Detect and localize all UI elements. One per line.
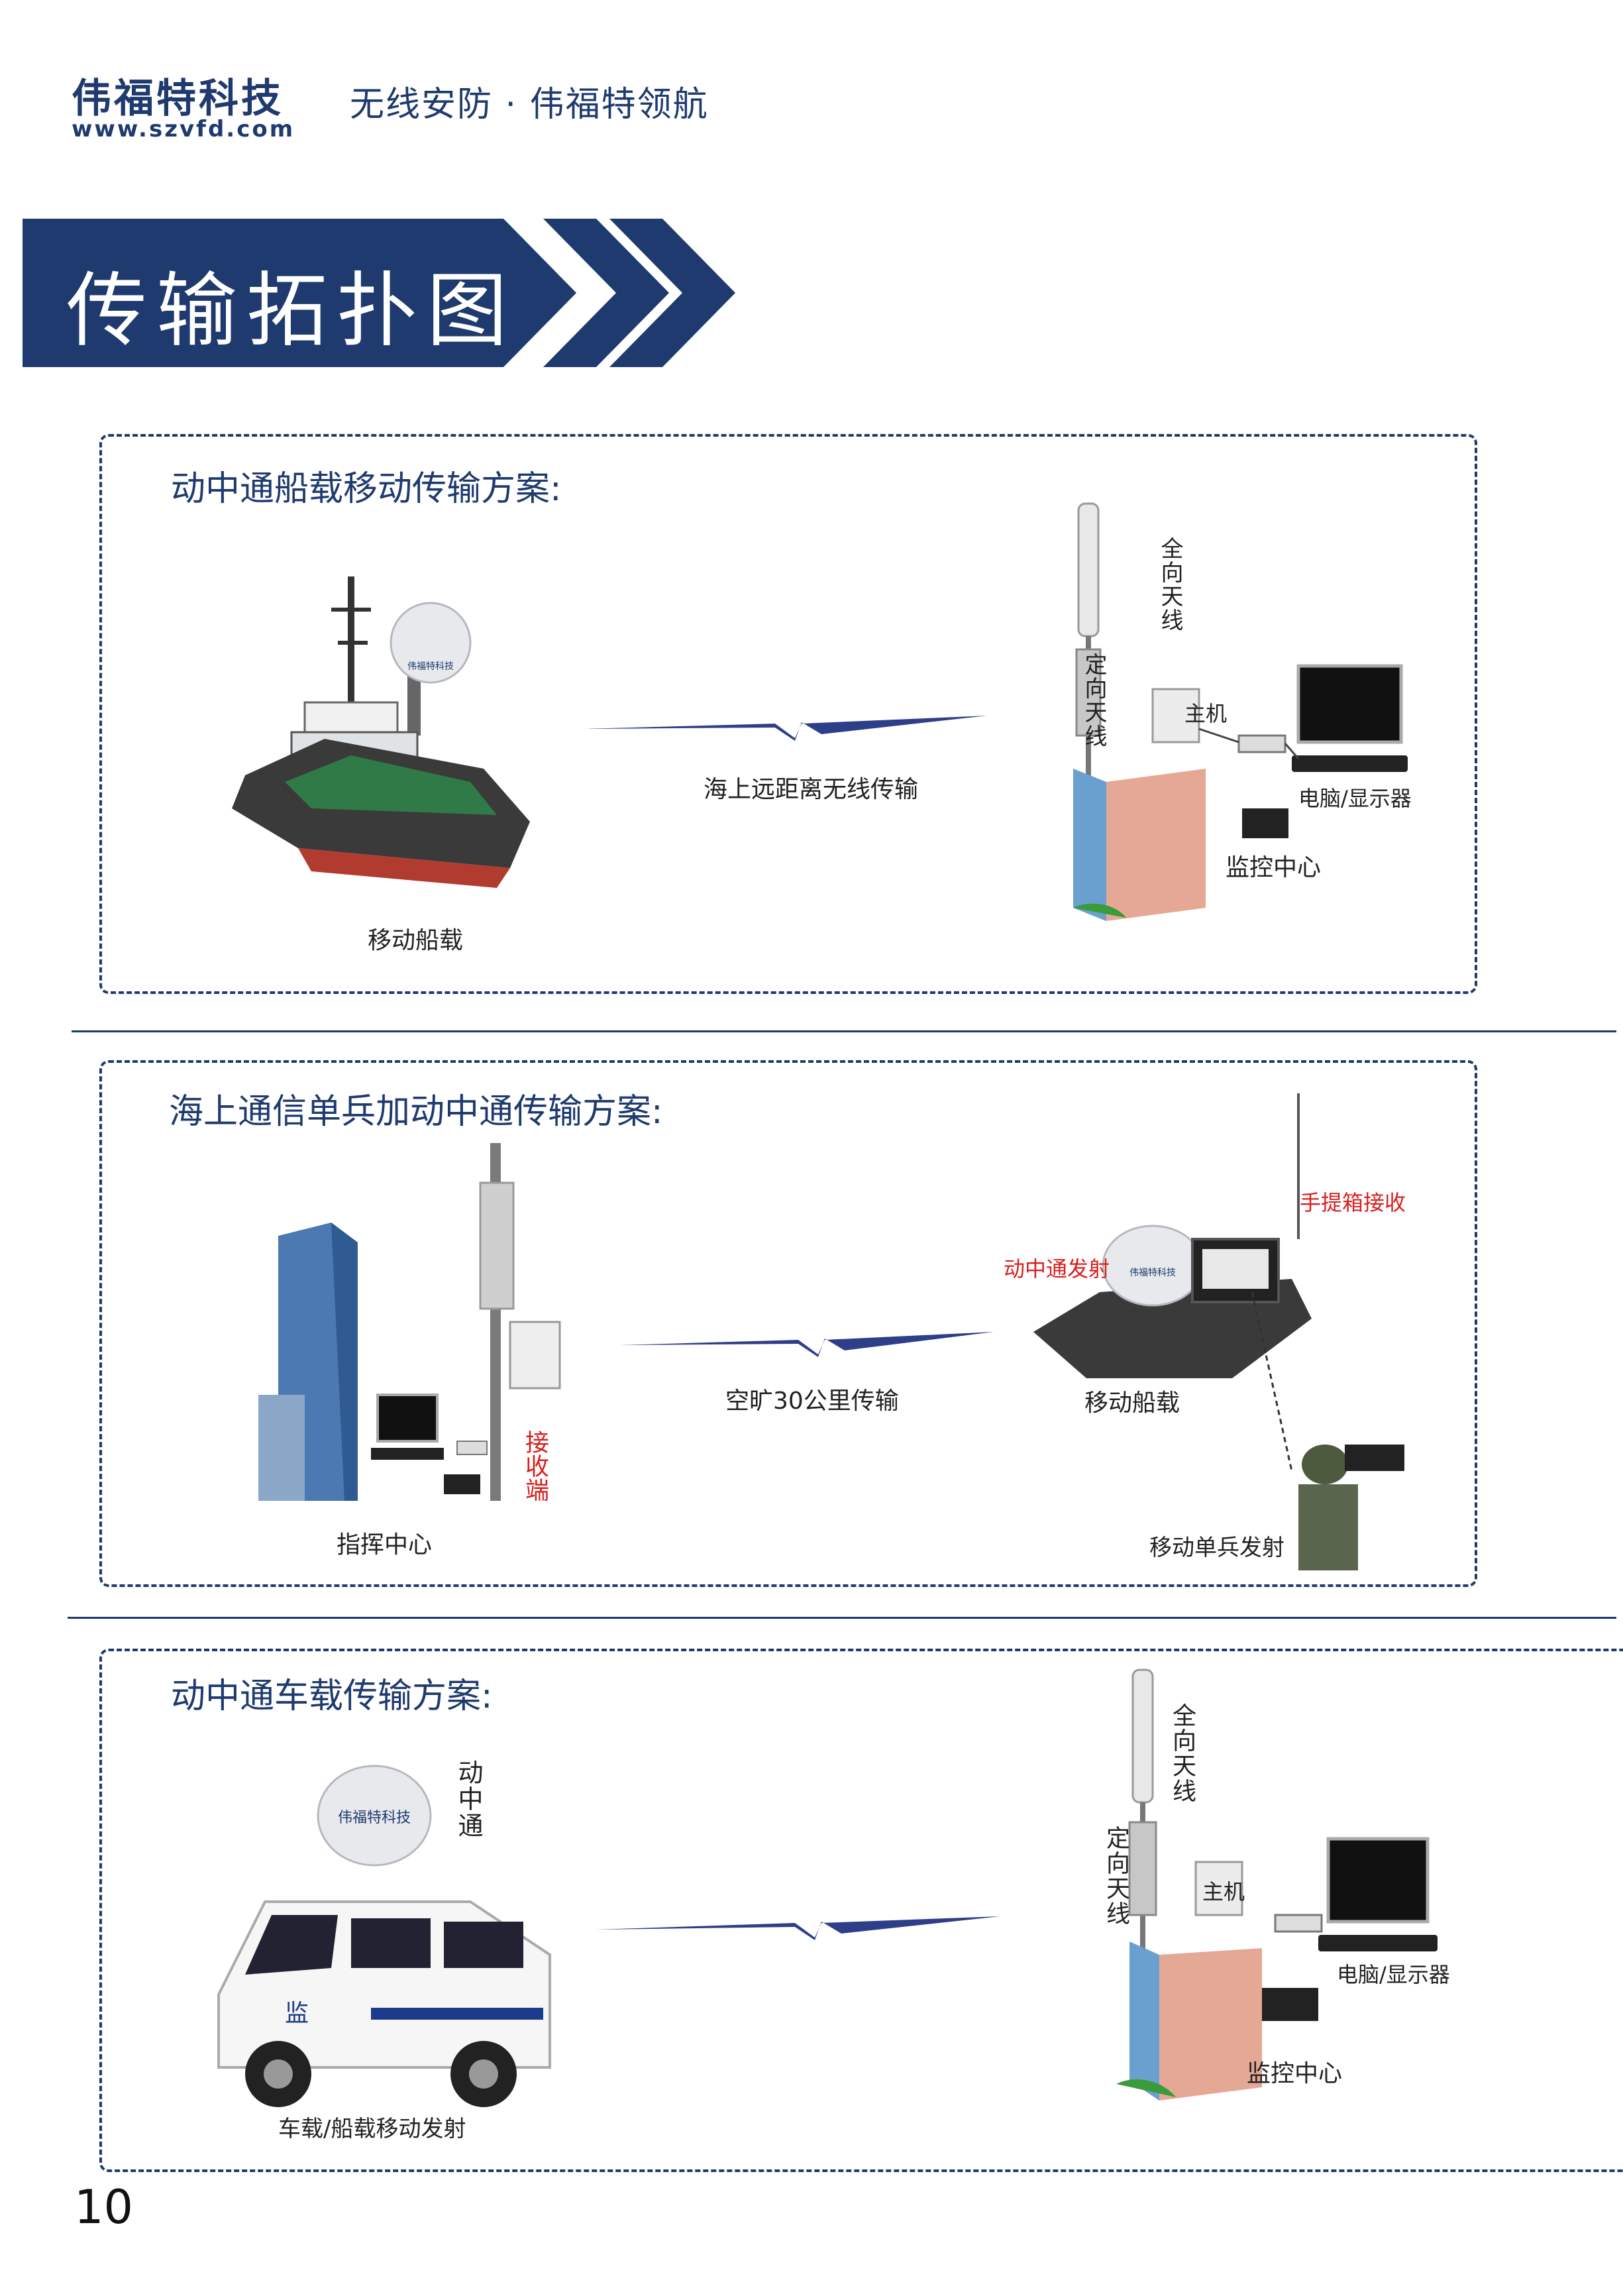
- section-title: 动中通船载移动传输方案:: [171, 469, 562, 509]
- monitor-icon: [1326, 1837, 1430, 1924]
- section-soldier-scheme: [99, 1060, 1477, 1587]
- wireless-link-icon: [596, 1916, 1000, 1940]
- dome-icon: [317, 1765, 432, 1867]
- center-label: 监控中心: [1247, 2060, 1343, 2087]
- pc-label: 电脑/显示器: [1337, 1962, 1450, 1987]
- page-title: 传输拓扑图: [66, 264, 517, 358]
- title-banner: [23, 219, 735, 367]
- transmit-label: 动中通发射: [1004, 1256, 1110, 1282]
- directional-antenna-icon: [1075, 648, 1102, 737]
- keyboard-icon: [444, 1474, 480, 1494]
- dome-label: 动中通: [454, 1759, 483, 1839]
- van-text: 监: [285, 2000, 309, 2027]
- vehicle-label: 车载/船载移动发射: [278, 2116, 466, 2142]
- soldier-label: 移动单兵发射: [1149, 1535, 1284, 1561]
- soldier-helmet-icon: [1302, 1445, 1348, 1484]
- command-center-label: 指挥中心: [337, 1531, 433, 1558]
- boat-label: 移动船载: [1084, 1390, 1180, 1417]
- host-unit-icon: [1194, 1861, 1243, 1916]
- slogan: 无线安防 · 伟福特领航: [350, 85, 709, 125]
- camera-icon: [1345, 1445, 1404, 1471]
- keyboard-icon: [1242, 808, 1288, 838]
- directional-antenna-icon: [1128, 1821, 1157, 1916]
- directional-antenna-label: 定向天线: [1080, 653, 1107, 748]
- link-label: 空旷30公里传输: [725, 1388, 899, 1415]
- omni-antenna-icon: [1131, 1668, 1154, 1804]
- section-title: 海上通信单兵加动中通传输方案:: [169, 1092, 663, 1132]
- ship-illustration: 伟福特科技: [232, 576, 530, 888]
- directional-antenna-label: 定向天线: [1102, 1826, 1129, 1926]
- chevron-icon: [543, 219, 669, 367]
- monitor-icon: [376, 1394, 439, 1443]
- omni-antenna-icon: [1077, 502, 1100, 637]
- dome-brand-text: 伟福特科技: [407, 661, 454, 672]
- omni-antenna-label: 全向天线: [1169, 1703, 1196, 1804]
- section-title: 动中通车载传输方案:: [171, 1676, 493, 1716]
- divider: [68, 1617, 1616, 1619]
- page-number: 10: [74, 2180, 134, 2234]
- divider: [72, 1030, 1616, 1032]
- host-label: 主机: [1202, 1879, 1245, 1904]
- case-label: 手提箱接收: [1300, 1190, 1406, 1215]
- keyboard-icon: [1262, 1988, 1318, 2021]
- section-ship-scheme: [99, 434, 1477, 994]
- ship-label: 移动船载: [368, 927, 464, 954]
- command-center-illustration: [258, 1143, 561, 1501]
- section-vehicle-scheme: [99, 1649, 1623, 2172]
- pc-label: 电脑/显示器: [1298, 786, 1412, 811]
- wireless-link-icon: [583, 716, 987, 741]
- host-unit-icon: [1151, 688, 1200, 743]
- center-label: 监控中心: [1226, 854, 1322, 881]
- receiver-unit-icon: [509, 1321, 561, 1390]
- directional-antenna-icon: [479, 1181, 515, 1310]
- omni-antenna-label: 全向天线: [1157, 537, 1183, 632]
- link-label: 海上远距离无线传输: [704, 776, 919, 803]
- chevron-icon: [609, 219, 735, 367]
- dome-icon: [1102, 1225, 1204, 1307]
- monitor-icon: [1296, 664, 1403, 744]
- receiver-label: 接收端: [521, 1430, 549, 1502]
- wireless-link-icon: [619, 1332, 994, 1357]
- vehicle-illustration: 伟福特科技 监: [217, 1765, 551, 2107]
- host-label: 主机: [1184, 701, 1228, 726]
- monitoring-center-illustration: [1116, 1668, 1438, 2101]
- brand-url: www.szvfd.com: [72, 116, 295, 142]
- monitoring-center-illustration: [1073, 502, 1408, 921]
- dome-brand-text: 伟福特科技: [1129, 1268, 1176, 1278]
- boat-soldier-illustration: 伟福特科技: [1033, 1093, 1404, 1570]
- brand-logo-text: 伟福特科技: [72, 76, 284, 122]
- dome-brand-text: 伟福特科技: [338, 1810, 411, 1826]
